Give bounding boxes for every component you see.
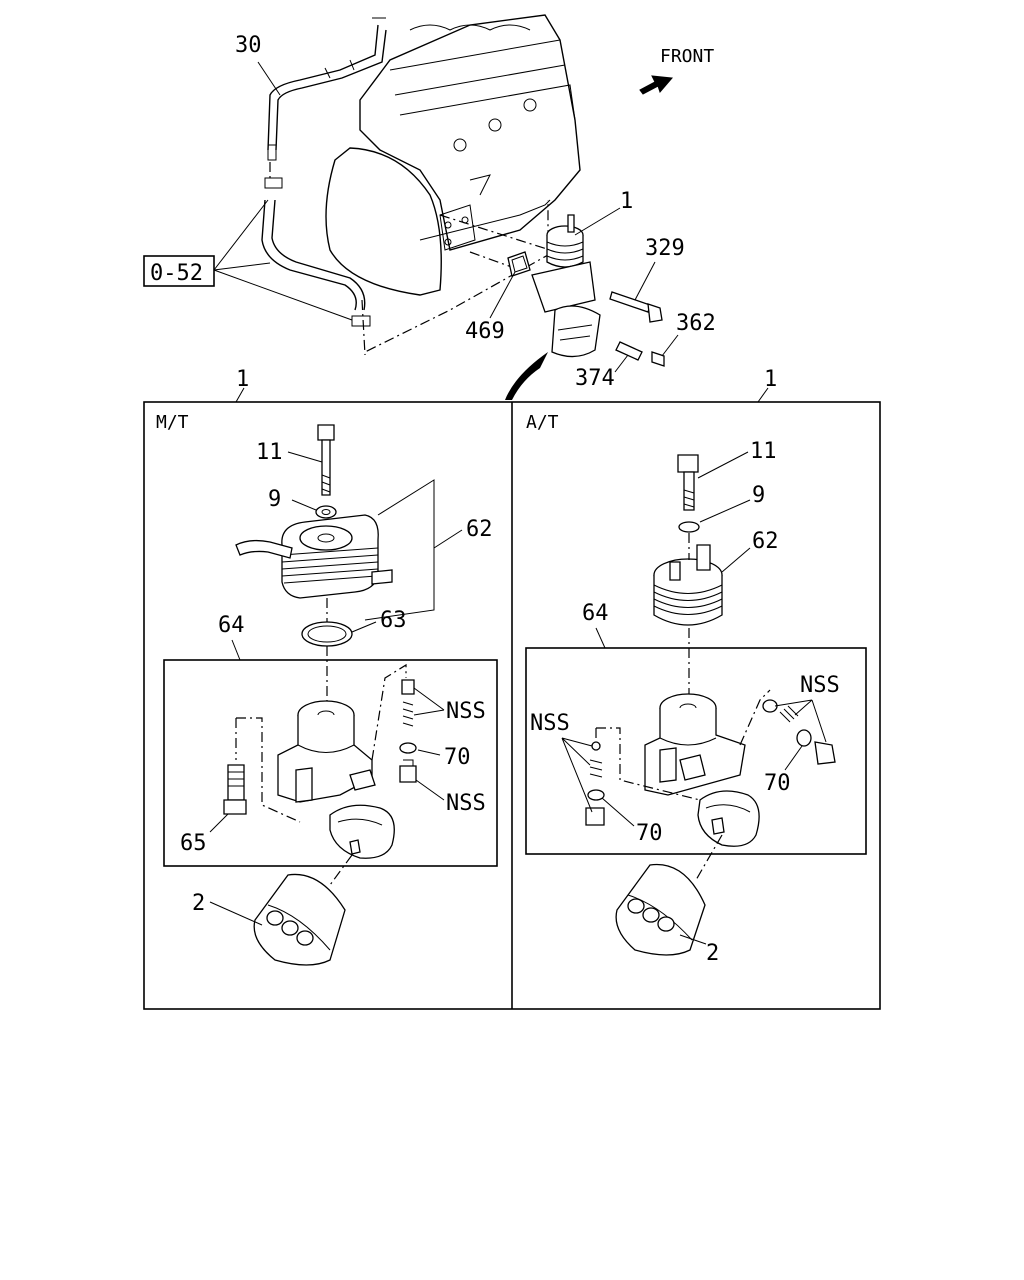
mt-callout-65: 65 [180,831,207,856]
at-callout-9: 9 [752,483,765,508]
callout-30: 30 [235,33,262,58]
ref-box-label: 0-52 [150,261,203,286]
mt-callout-64: 64 [218,613,245,638]
mt-callout-2: 2 [192,891,205,916]
at-callout-70-left: 70 [636,821,663,846]
mt-nss-bottom: NSS [446,791,486,816]
reference-box: 0-52 [143,199,353,321]
top-callouts: 30 1 329 469 362 374 [235,33,716,400]
at-panel: A/T 11 9 62 64 [525,412,867,966]
front-indicator: FRONT [639,46,714,95]
oil-cooler-assembly-top [507,214,665,367]
oil-hose-lower [261,177,371,327]
mt-callout-62: 62 [466,517,493,542]
callout-374: 374 [575,366,615,391]
at-callout-62: 62 [752,529,779,554]
panel-frame [143,387,881,1010]
callout-362: 362 [676,311,716,336]
front-label: FRONT [660,46,714,67]
at-callout-11: 11 [750,439,777,464]
mt-callout-63: 63 [380,608,407,633]
callout-1-top: 1 [620,189,633,214]
pointer-arrow-icon [505,352,548,400]
front-arrow-icon [639,75,674,95]
callout-329: 329 [645,236,685,261]
at-nss-right: NSS [800,673,840,698]
oil-pipe-30 [267,17,387,161]
callout-469: 469 [465,319,505,344]
at-callout-70-right: 70 [764,771,791,796]
at-panel-title: A/T [526,412,559,433]
at-nss-left: NSS [530,711,570,736]
at-panel-callout-1: 1 [764,367,777,392]
mt-callout-9: 9 [268,487,281,512]
mt-callout-11: 11 [256,440,283,465]
at-callout-64: 64 [582,601,609,626]
engine-block-drawing [325,14,581,296]
mt-nss-top: NSS [446,699,486,724]
at-callout-2: 2 [706,941,719,966]
mt-panel-callout-1: 1 [236,367,249,392]
mt-callout-70: 70 [444,745,471,770]
mt-panel: M/T 11 9 62 63 64 [156,412,498,966]
mt-panel-title: M/T [156,412,189,433]
